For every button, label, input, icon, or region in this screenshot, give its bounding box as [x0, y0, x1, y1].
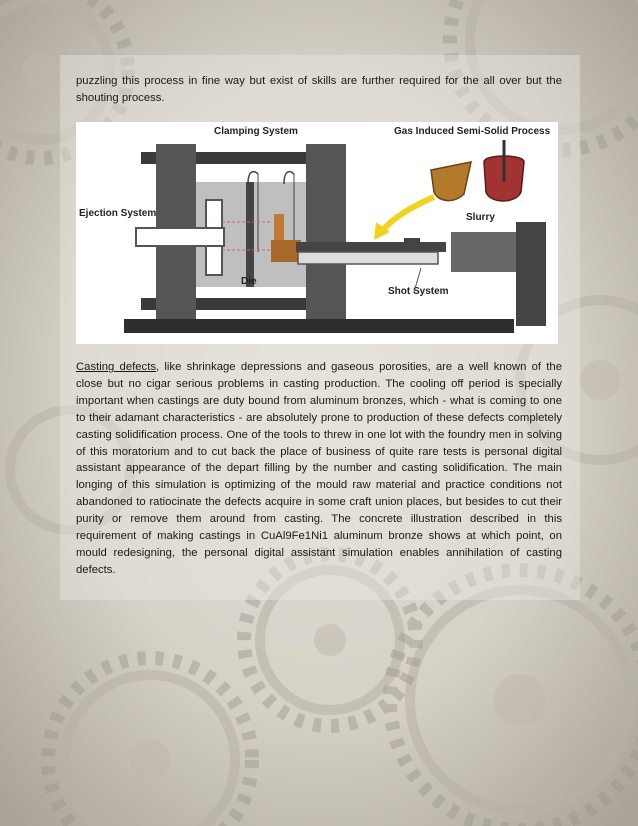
- casting-defects-link[interactable]: Casting defects: [76, 361, 156, 373]
- label-clamping-system: Clamping System: [214, 126, 298, 137]
- label-ejection-system: Ejection System: [79, 208, 156, 219]
- label-gas-induced-process: Gas Induced Semi-Solid Process: [394, 126, 551, 137]
- label-die: Die: [241, 276, 257, 287]
- paragraph-casting-defects: Casting defects, like shrinkage depressi…: [76, 359, 562, 579]
- label-shot-system: Shot System: [388, 286, 449, 297]
- die-casting-diagram: Clamping System Gas Induced Semi-Solid P…: [76, 122, 558, 344]
- casting-defects-body: , like shrinkage depressions and gaseous…: [76, 361, 562, 576]
- paragraph-intro: puzzling this process in fine way but ex…: [76, 75, 562, 104]
- label-slurry: Slurry: [466, 212, 495, 223]
